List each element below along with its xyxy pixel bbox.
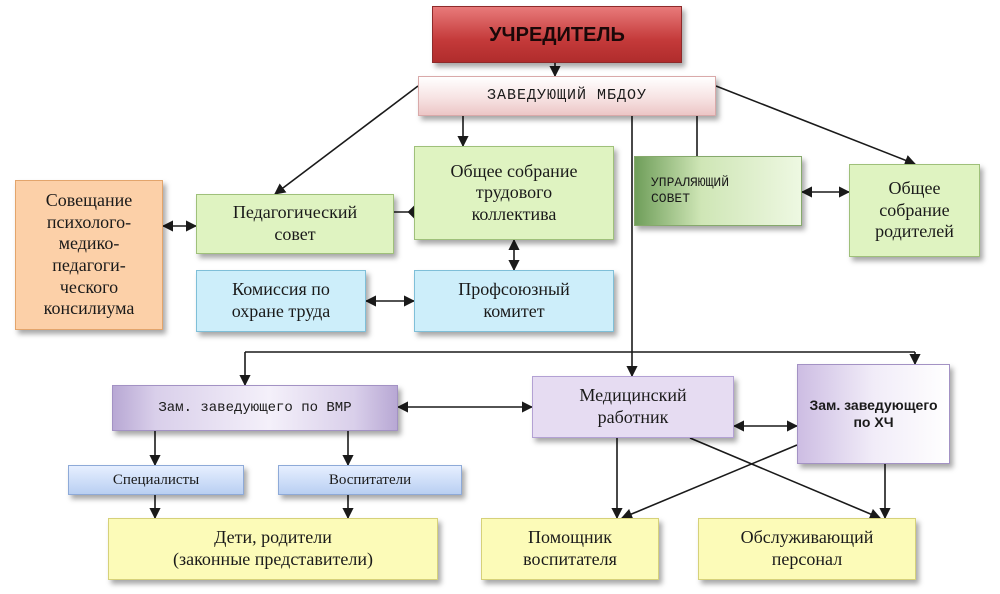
managing-council-label: УПРАЛЯЮЩИЙ СОВЕТ: [651, 175, 730, 206]
edge-head-pedcouncil: [274, 85, 419, 195]
educators-label: Воспитатели: [328, 472, 412, 488]
edge-head-parents: [715, 85, 917, 166]
pmpk-box: Совещание психолого- медико- педагоги- ч…: [15, 180, 163, 330]
deputy-vmr-label: Зам. заведующего по ВМР: [158, 399, 352, 416]
safety-commission-box: Комиссия по охране труда: [196, 270, 366, 332]
parents-assembly-box: Общее собрание родителей: [849, 164, 980, 257]
deputy-vmr-box: Зам. заведующего по ВМР: [112, 385, 398, 431]
safety-commission-label: Комиссия по охране труда: [231, 279, 331, 321]
specialists-box: Специалисты: [68, 465, 244, 495]
assistant-educator-label: Помощник воспитателя: [523, 527, 617, 569]
managing-council-box: УПРАЛЯЮЩИЙ СОВЕТ: [634, 156, 802, 226]
children-parents-label: Дети, родители (законные представители): [173, 527, 373, 569]
founder-box: УЧРЕДИТЕЛЬ: [432, 6, 682, 63]
deputy-hch-label: Зам. заведующего по ХЧ: [809, 397, 938, 430]
children-parents-box: Дети, родители (законные представители): [108, 518, 438, 580]
head-label: ЗАВЕДУЮЩИЙ МБДОУ: [486, 87, 648, 104]
edge-hch-assistant: [620, 444, 798, 520]
general-assembly-box: Общее собрание трудового коллектива: [414, 146, 614, 240]
edge-medic-service: [689, 437, 882, 520]
head-box: ЗАВЕДУЮЩИЙ МБДОУ: [418, 76, 716, 116]
parents-assembly-label: Общее собрание родителей: [875, 178, 954, 242]
medic-box: Медицинский работник: [532, 376, 734, 438]
medic-label: Медицинский работник: [579, 385, 687, 427]
service-staff-label: Обслуживающий персонал: [740, 527, 874, 569]
founder-label: УЧРЕДИТЕЛЬ: [489, 23, 625, 46]
general-assembly-label: Общее собрание трудового коллектива: [450, 160, 578, 224]
ped-council-label: Педагогический совет: [232, 202, 358, 244]
assistant-educator-box: Помощник воспитателя: [481, 518, 659, 580]
educators-box: Воспитатели: [278, 465, 462, 495]
pmpk-label: Совещание психолого- медико- педагоги- ч…: [43, 190, 135, 319]
deputy-hch-box: Зам. заведующего по ХЧ: [797, 364, 950, 464]
ped-council-box: Педагогический совет: [196, 194, 394, 254]
specialists-label: Специалисты: [112, 472, 200, 488]
service-staff-box: Обслуживающий персонал: [698, 518, 916, 580]
trade-union-label: Профсоюзный комитет: [458, 279, 570, 321]
trade-union-box: Профсоюзный комитет: [414, 270, 614, 332]
